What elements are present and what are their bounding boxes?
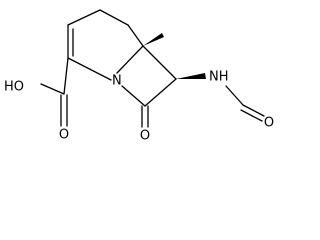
bond-c5-c4 (99, 9, 129, 26)
bond-nh-ch (225, 85, 244, 106)
bond-c6-c5 (127, 24, 144, 47)
bond-c6-c7 (142, 45, 177, 80)
bond-c2-cacid (63, 57, 69, 95)
stereo-wedge-c7-nh (176, 73, 206, 79)
carboxyl-oxygen-label: O (59, 128, 69, 143)
formyl-oxygen-label: O (264, 116, 274, 131)
bond-n1-c6 (116, 45, 144, 74)
bond-ch-o-a (242, 104, 265, 117)
six-membered-ring (67, 9, 144, 81)
formamide-chain (225, 85, 265, 122)
bond-c4-c3 (67, 9, 101, 26)
beta-lactam-ring (121, 45, 177, 107)
lactam-carbonyl (141, 105, 149, 128)
hydroxyl-label: HO (4, 80, 24, 95)
amide-nh-label: NH (209, 70, 229, 85)
bond-c8-n1 (121, 85, 146, 107)
bond-c2-n1 (67, 57, 112, 81)
ring-nitrogen-label: N (112, 74, 122, 89)
stereo-wedge-bridgehead-h (143, 33, 164, 46)
bond-cacid-oh (40, 83, 65, 95)
bond-ch-o-b (240, 109, 263, 122)
molecule-structure: N HO O O NH O (4, 9, 274, 144)
bond-c7-c8 (144, 78, 177, 107)
lactam-oxygen-label: O (140, 129, 150, 144)
carboxylic-acid (40, 57, 69, 127)
